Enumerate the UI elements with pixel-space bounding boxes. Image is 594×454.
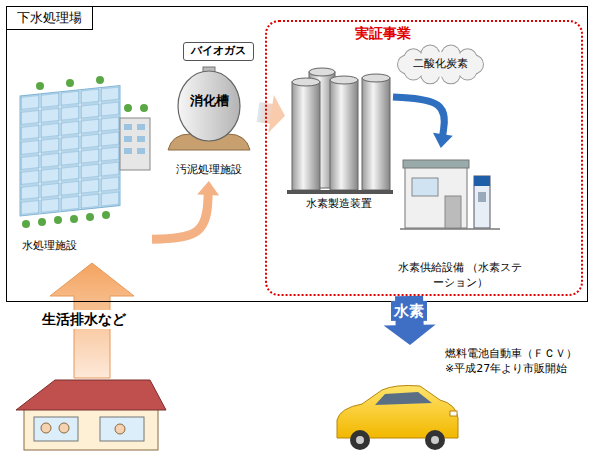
biogas-tag: バイオガス <box>183 42 254 61</box>
node-text: 燃料電池自動車（ＦＣＶ） <box>445 347 588 362</box>
house-picture <box>16 380 166 450</box>
digester-picture <box>168 67 250 150</box>
node-text: 実証事業 <box>355 24 581 43</box>
flow-arrow <box>152 181 219 239</box>
fcv-car-picture <box>337 386 458 451</box>
arrow-head <box>197 181 219 196</box>
hydrogen-station-picture <box>400 160 500 229</box>
node-text: 下水処理場 <box>7 7 93 30</box>
node-text: 水処理施設 <box>12 239 152 258</box>
water-treatment-picture <box>20 76 150 228</box>
node-text: 汚泥処理施設 <box>176 163 242 178</box>
edge-label: 水素 <box>391 301 427 321</box>
label-holder: 生活排水など <box>40 310 128 329</box>
arrow-shaft <box>152 194 208 239</box>
fcv: 燃料電池自動車（ＦＣＶ）※平成27年より市販開始 <box>325 345 588 449</box>
hydrogen-station: 水素供給設備 （水素ステーション） <box>395 150 525 290</box>
arrow-shaft <box>393 97 444 135</box>
co2-cloud: 二酸化炭素 <box>398 48 483 81</box>
flow-label: 生活排水など <box>40 310 128 329</box>
arrow-head <box>268 95 285 133</box>
node-text: 消化槽 <box>190 92 229 110</box>
digester: 消化槽汚泥処理施設 <box>160 68 258 178</box>
hydrogen-equipment: 水素製造装置 <box>285 68 393 213</box>
flow-arrow <box>258 95 285 133</box>
cloud-edge <box>398 46 483 84</box>
plant-region: 下水処理場水処理施設 バイオガス消化槽汚泥処理施設 実証事業水素製造装置 二酸化炭素水… <box>6 6 588 302</box>
node-text: 二酸化炭素 <box>413 57 468 72</box>
cloud-fill <box>398 46 483 84</box>
arrow-head <box>433 133 453 148</box>
hydrogen-equipment-picture <box>287 68 393 194</box>
node-text: バイオガス <box>191 44 246 59</box>
demo-project-region: 実証事業水素製造装置 二酸化炭素水素供給設備 （水素ステーション） <box>265 20 583 296</box>
flow-arrow <box>384 296 436 345</box>
node-text: 水素製造装置 <box>306 197 372 212</box>
water-treatment: 水処理施設 <box>12 70 152 258</box>
node-text: ※平成27年より市販開始 <box>445 362 588 377</box>
arrow-head <box>384 325 436 345</box>
edge-label-holder: 水素 <box>391 301 427 321</box>
node-text: 水素供給設備 （水素ステーション） <box>395 260 525 290</box>
flow-arrow <box>393 97 453 148</box>
